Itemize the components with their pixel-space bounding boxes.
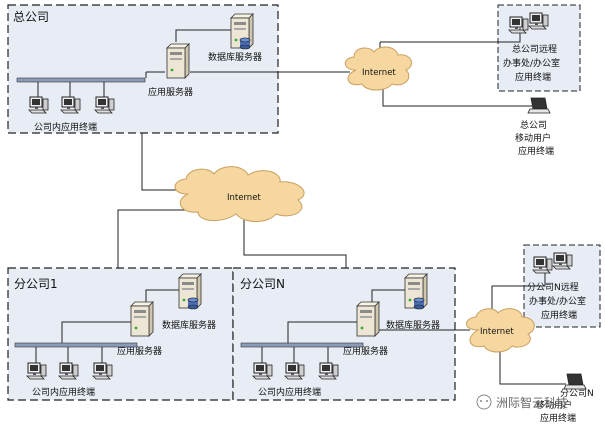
internet-cloud-top: Internet	[344, 46, 413, 91]
internet-cloud-center: Internet	[174, 166, 305, 222]
internet-cloud-right: Internet	[466, 308, 535, 353]
branch1-db-server-icon	[179, 274, 201, 309]
svg-text:洲际智云科技: 洲际智云科技	[496, 395, 568, 410]
svg-text:Internet: Internet	[480, 327, 514, 337]
branchN-db-server-icon	[405, 274, 427, 309]
branchN-mobile-label-3: 应用终端	[540, 412, 576, 424]
hq-title: 总公司	[13, 10, 49, 24]
hq-db-server-label: 数据库服务器	[208, 51, 262, 63]
branch1-terminals-label: 公司内应用终端	[32, 386, 95, 398]
branchN-remote-label-2: 办事处/办公室	[529, 295, 586, 307]
branchN-remote-label-1: 分公司N远程	[527, 282, 579, 293]
branchN-terminals-label: 公司内应用终端	[258, 386, 321, 398]
hq-remote-label-1: 总公司远程	[512, 43, 557, 55]
hq-remote-label-3: 应用终端	[515, 71, 551, 83]
branchN-title: 分公司N	[240, 277, 285, 291]
hq-db-server-icon	[231, 14, 253, 49]
branch1-app-server-icon	[130, 301, 154, 337]
branchN-remote-label-3: 应用终端	[541, 309, 577, 321]
branchN-mobile-label-2: 移动用户	[536, 399, 572, 411]
hq-mobile-label-3: 应用终端	[518, 145, 554, 157]
branchN-app-server-icon	[356, 301, 380, 337]
hq-mobile-label-1: 总公司	[520, 119, 547, 131]
branchN-mobile-laptop-icon	[563, 373, 587, 390]
hq-remote-label-2: 办事处/办公室	[503, 57, 560, 69]
branch1-title: 分公司1	[14, 277, 58, 291]
hq-mobile-label-2: 移动用户	[515, 132, 551, 144]
hq-lan-bus	[16, 77, 146, 83]
watermark: 洲际智云科技	[476, 394, 568, 410]
svg-text:Internet: Internet	[227, 193, 261, 203]
branch1-lan-bus	[14, 342, 138, 348]
wires	[35, 28, 566, 385]
hq-terminals-label: 公司内应用终端	[34, 121, 97, 133]
hq-app-server-icon	[166, 43, 190, 79]
branch1-db-server-label: 数据库服务器	[162, 319, 216, 331]
branch1-app-server-label: 应用服务器	[117, 345, 162, 357]
branchN-mobile-label-1: 分公司N	[560, 388, 594, 399]
hq-app-server-label: 应用服务器	[148, 86, 193, 98]
branchN-app-server-label: 应用服务器	[343, 345, 388, 357]
svg-text:Internet: Internet	[362, 68, 396, 78]
branchN-db-server-label: 数据库服务器	[386, 319, 440, 331]
branchN-lan-bus	[240, 342, 364, 348]
